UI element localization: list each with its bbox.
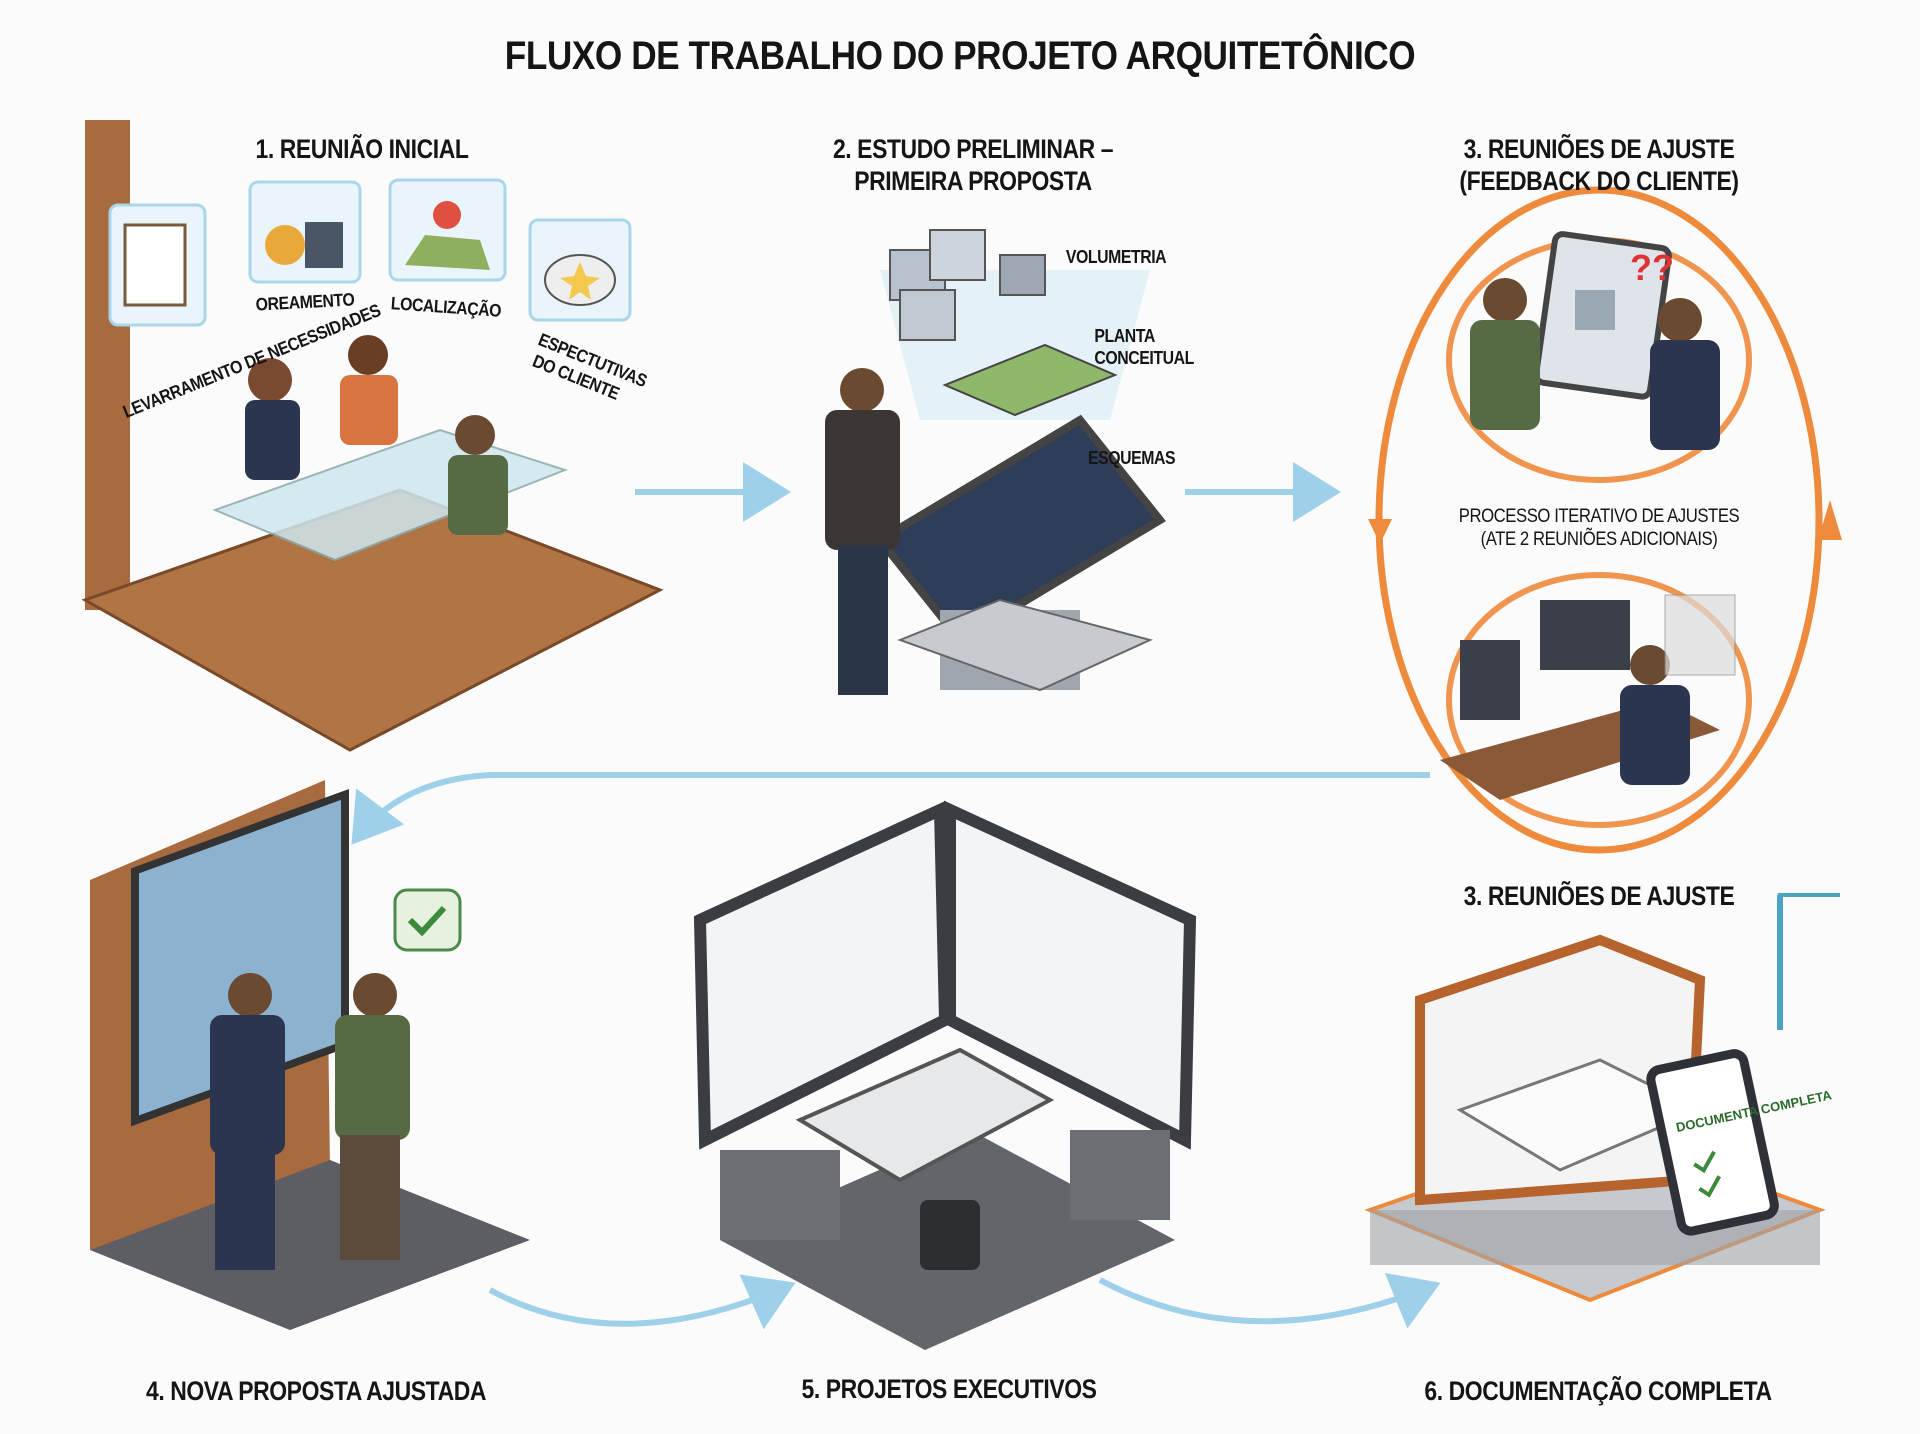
budget-coins-icon (248, 180, 362, 284)
scene-initial-meeting (81, 120, 664, 752)
step-4-title: 4. NOVA PROPOSTA AJUSTADA (145, 1376, 487, 1406)
flow-arrow-5-6 (1098, 1272, 1441, 1329)
step-2-title-line2: PRIMEIRA PROPOSTA (854, 166, 1092, 196)
scene-preliminary-study (825, 229, 1166, 695)
flow-arrow-3-4 (351, 772, 1430, 845)
scene-executive-projects (693, 800, 1197, 1350)
step-3-title-line1: 3. REUNIÕES DE AJUSTE (1463, 134, 1735, 164)
label-schemes: ESQUEMAS (1087, 448, 1176, 468)
step-6-title: 6. DOCUMENTAÇÃO COMPLETA (1424, 1376, 1772, 1406)
label-concept-plan: PLANTA CONCEITUAL (1094, 326, 1194, 368)
expectations-cloud-icon (528, 218, 632, 322)
step-3-bottom-title: 3. REUNIÕES DE AJUSTE (1463, 881, 1735, 911)
needs-clipboard-icon (108, 203, 207, 327)
step-5-title: 5. PROJETOS EXECUTIVOS (801, 1374, 1097, 1404)
flow-arrow-4-5 (488, 1274, 796, 1330)
step-1-title: 1. REUNIÃO INICIAL (255, 134, 469, 164)
label-volumetry: VOLUMETRIA (1065, 247, 1167, 267)
step-2-title-line1: 2. ESTUDO PRELIMINAR – (832, 134, 1114, 164)
step-3-title-line2: (FEEDBACK DO CLIENTE) (1459, 166, 1739, 196)
checkmark-bubble-icon (393, 888, 462, 952)
page-title: FLUXO DE TRABALHO DO PROJETO ARQUITETÔNI… (504, 34, 1416, 78)
scene-complete-documentation: DOCUMENTA COMPLETA (1364, 934, 1834, 1303)
svg-text:??: ?? (1630, 247, 1674, 288)
iterative-process-line2: (ATE 2 REUNIÕES ADICIONAIS) (1480, 529, 1718, 550)
iterative-process-line1: PROCESSO ITERATIVO DE AJUSTES (1458, 506, 1740, 527)
scene-adjustment-loop: ?? (1368, 186, 1842, 1030)
scene-adjusted-proposal (90, 780, 530, 1330)
location-pin-icon (388, 178, 507, 282)
